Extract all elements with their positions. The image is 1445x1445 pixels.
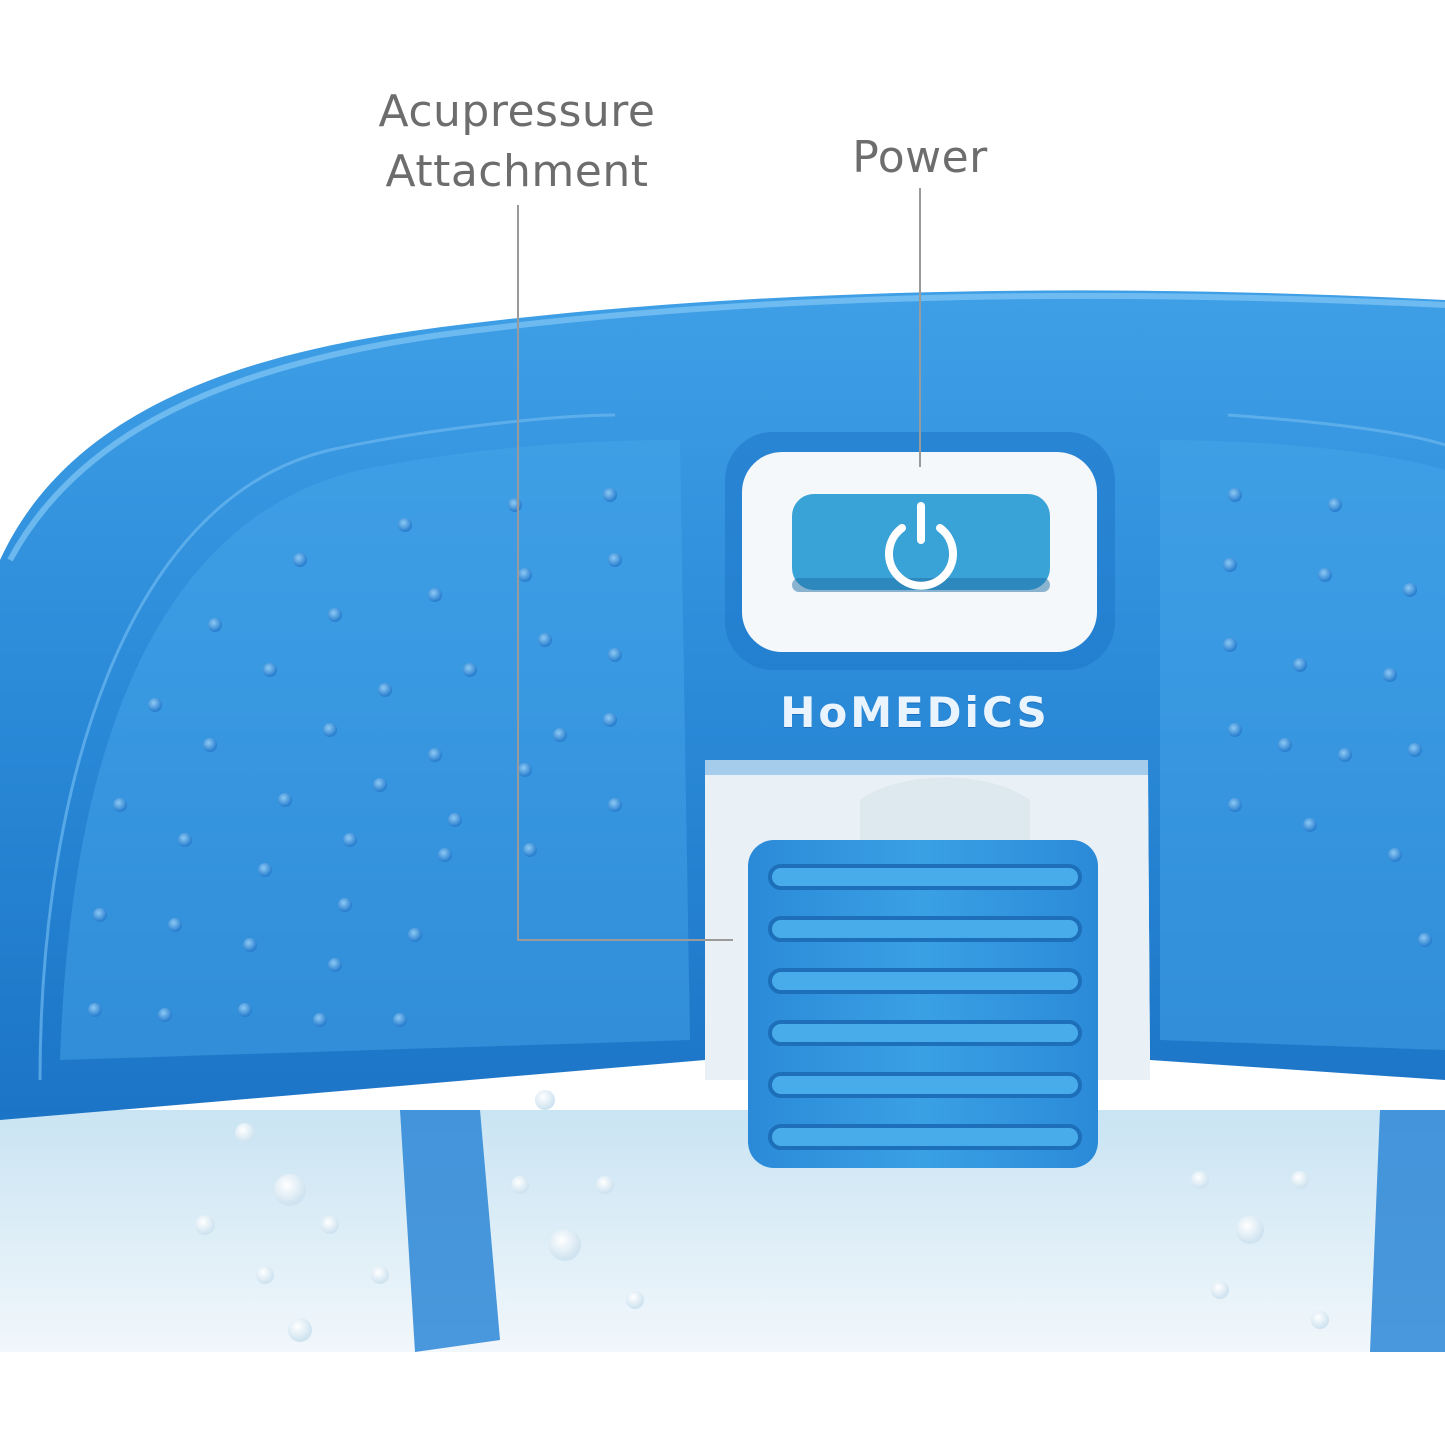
rim-inner-edge — [38, 413, 616, 1081]
basin-left-wall — [400, 1110, 500, 1352]
rim-bumps-right — [1223, 488, 1432, 947]
rim-bumps-left — [88, 488, 622, 1027]
acupressure-callout-line — [517, 205, 733, 941]
brand-logo: HoMEDiCS — [780, 688, 1050, 737]
basin-interior — [0, 1110, 1445, 1352]
acupressure-attachment-label: Acupressure Attachment — [352, 82, 682, 202]
attachment-holder-back — [860, 777, 1030, 850]
basin-right-wall — [1370, 1110, 1445, 1352]
rim-left-panel — [60, 440, 690, 1060]
rim-inner-edge-right — [1227, 413, 1445, 447]
power-icon — [885, 502, 957, 590]
attachment-frame — [690, 745, 1160, 775]
rim-highlight — [7, 292, 1445, 562]
attachment-ridges — [768, 864, 1082, 1150]
interior-bubbles — [195, 1090, 1329, 1342]
acupressure-label-line-1: Acupressure — [378, 86, 656, 137]
rim-right-panel — [1160, 440, 1445, 1050]
power-label: Power — [852, 132, 988, 183]
acupressure-label-line-2: Attachment — [385, 146, 649, 197]
